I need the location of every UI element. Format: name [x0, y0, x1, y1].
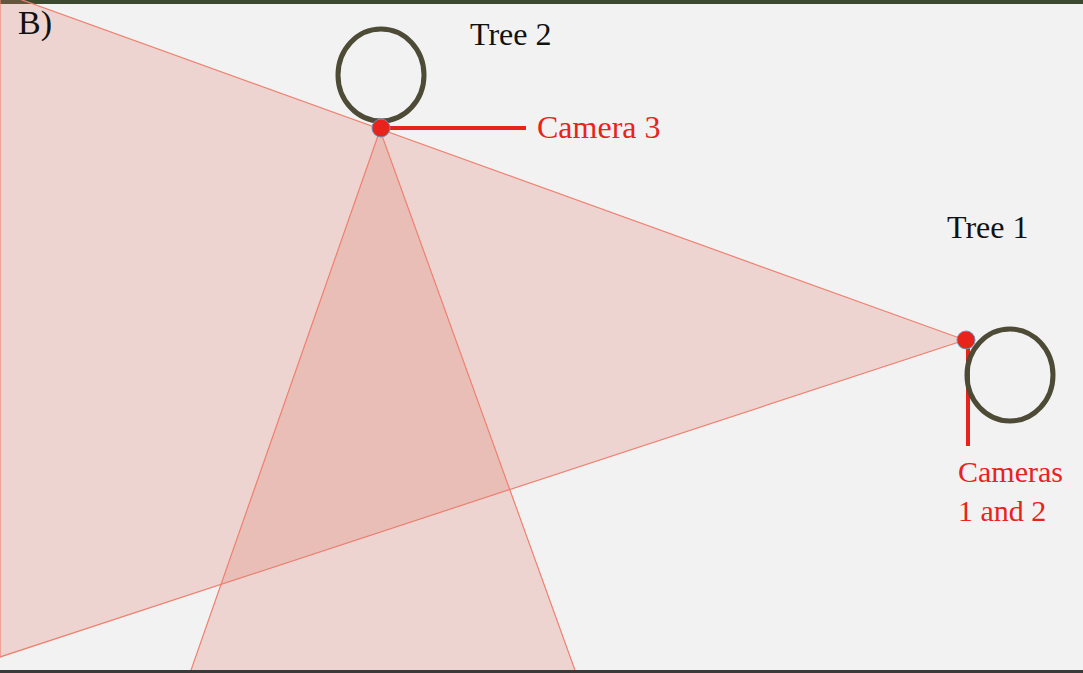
tree-outline: Tree 2	[336, 27, 426, 123]
tree-trunk-outline	[967, 329, 1053, 421]
tree-trunk-outline	[338, 29, 424, 121]
camera-dot	[372, 119, 390, 137]
camera-dot	[957, 331, 975, 349]
view-cone	[190, 130, 576, 673]
leader-line	[388, 126, 526, 130]
tree-label: Tree 2	[470, 17, 551, 52]
tree-label: Tree 1	[947, 210, 1028, 245]
camera-label: Cameras 1 and 2	[958, 452, 1070, 530]
tree-circle	[336, 27, 426, 123]
tree-circle	[965, 327, 1055, 423]
photo-strip	[0, 0, 1083, 4]
camera-label: Camera 3	[537, 110, 661, 145]
panel-letter: B)	[18, 4, 52, 41]
tree-outline: Tree 1	[965, 327, 1055, 423]
bottom-border	[0, 670, 1083, 673]
